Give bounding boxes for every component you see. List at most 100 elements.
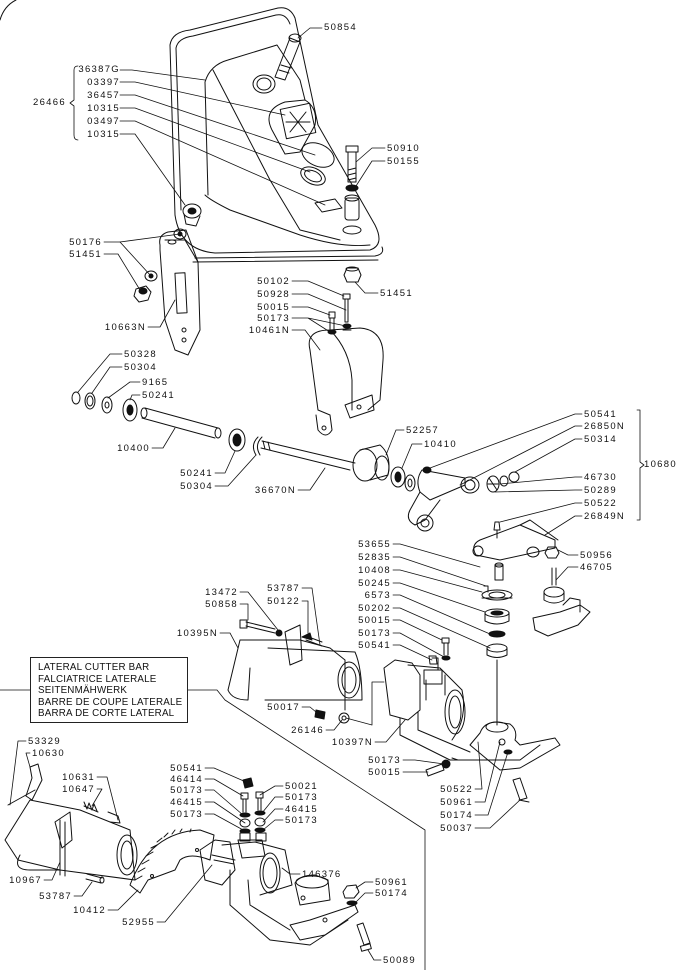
- part-label-50854[interactable]: 50854: [324, 22, 357, 33]
- part-label-50241[interactable]: 50241: [142, 390, 175, 401]
- part-label-26850N[interactable]: 26850N: [584, 421, 626, 432]
- assembly-label-26466[interactable]: 26466: [33, 97, 66, 108]
- part-label-50015[interactable]: 50015: [368, 767, 401, 778]
- bolt-50910-part: [346, 146, 358, 191]
- part-label-10315[interactable]: 10315: [87, 103, 120, 114]
- part-label-9165[interactable]: 9165: [142, 377, 169, 388]
- part-label-51451[interactable]: 51451: [69, 249, 102, 260]
- part-label-50541[interactable]: 50541: [170, 763, 203, 774]
- title-french: BARRE DE COUPE LATERALE: [38, 696, 183, 708]
- part-label-50328[interactable]: 50328: [124, 349, 157, 360]
- title-italian: FALCIATRICE LATERALE: [38, 673, 157, 685]
- part-label-50173[interactable]: 50173: [285, 792, 318, 803]
- part-label-03497[interactable]: 03497: [87, 116, 120, 127]
- frame-arc: [0, 0, 16, 20]
- part-label-50522[interactable]: 50522: [584, 498, 617, 509]
- part-label-50037[interactable]: 50037: [440, 823, 473, 834]
- housing-52955-part: [200, 833, 371, 951]
- part-label-10412[interactable]: 10412: [73, 905, 106, 916]
- part-label-46414[interactable]: 46414: [170, 774, 203, 785]
- guard-cover-part: [170, 8, 383, 262]
- part-label-10315[interactable]: 10315: [87, 129, 120, 140]
- part-label-10630[interactable]: 10630: [32, 748, 65, 759]
- part-label-53655[interactable]: 53655: [358, 539, 391, 550]
- upper-arm-26849N-part: [473, 520, 590, 636]
- part-label-10631[interactable]: 10631: [62, 772, 95, 783]
- nut-51451-part: [344, 267, 361, 282]
- part-label-50173[interactable]: 50173: [257, 313, 290, 324]
- part-label-52955[interactable]: 52955: [122, 917, 155, 928]
- part-label-36457[interactable]: 36457: [87, 90, 120, 101]
- part-label-50173[interactable]: 50173: [170, 809, 203, 820]
- housing-10397N-part: [384, 658, 560, 802]
- part-label-50961[interactable]: 50961: [440, 797, 473, 808]
- part-label-50017[interactable]: 50017: [267, 702, 300, 713]
- part-label-50122[interactable]: 50122: [267, 596, 300, 607]
- stacked-fasteners-part: [240, 778, 265, 833]
- part-label-10647[interactable]: 10647: [62, 784, 95, 795]
- part-label-50173[interactable]: 50173: [170, 785, 203, 796]
- part-label-50304[interactable]: 50304: [124, 362, 157, 373]
- part-label-36670N[interactable]: 36670N: [254, 485, 296, 496]
- part-label-50241[interactable]: 50241: [180, 468, 213, 479]
- part-label-53329[interactable]: 53329: [28, 736, 61, 747]
- part-label-52835[interactable]: 52835: [358, 552, 391, 563]
- part-label-10663N[interactable]: 10663N: [104, 322, 146, 333]
- part-label-50541[interactable]: 50541: [358, 640, 391, 651]
- part-label-50173[interactable]: 50173: [285, 815, 318, 826]
- part-label-13472[interactable]: 13472: [205, 587, 238, 598]
- part-label-50522[interactable]: 50522: [440, 784, 473, 795]
- part-label-50910[interactable]: 50910: [387, 143, 420, 154]
- title-german: SEITENMÄHWERK: [38, 685, 128, 696]
- part-label-50174[interactable]: 50174: [375, 888, 408, 899]
- part-label-46730[interactable]: 46730: [584, 472, 617, 483]
- part-label-50961[interactable]: 50961: [375, 877, 408, 888]
- part-label-03397[interactable]: 03397: [87, 77, 120, 88]
- part-label-52257[interactable]: 52257: [406, 425, 439, 436]
- bearing-stack-part: [482, 586, 512, 725]
- leader-lines: [0, 28, 644, 970]
- part-label-146376[interactable]: 146376: [302, 869, 342, 880]
- part-label-50304[interactable]: 50304: [180, 481, 213, 492]
- part-label-50015[interactable]: 50015: [257, 302, 290, 313]
- part-label-50155[interactable]: 50155: [387, 156, 420, 167]
- part-label-50956[interactable]: 50956: [580, 550, 613, 561]
- part-label-46415[interactable]: 46415: [285, 804, 318, 815]
- part-label-10461N[interactable]: 10461N: [248, 325, 290, 336]
- bracket-10663N-part: [134, 204, 201, 355]
- part-label-50202[interactable]: 50202: [358, 603, 391, 614]
- assembly-label-10680[interactable]: 10680: [644, 459, 677, 470]
- part-label-50541[interactable]: 50541: [584, 409, 617, 420]
- part-label-50173[interactable]: 50173: [358, 628, 391, 639]
- part-label-10967[interactable]: 10967: [9, 875, 42, 886]
- part-label-10400[interactable]: 10400: [117, 443, 150, 454]
- part-label-50928[interactable]: 50928: [257, 289, 290, 300]
- part-label-50021[interactable]: 50021: [285, 781, 318, 792]
- part-label-50015[interactable]: 50015: [358, 615, 391, 626]
- part-label-10408[interactable]: 10408: [358, 565, 391, 576]
- part-label-26849N[interactable]: 26849N: [584, 511, 626, 522]
- part-label-53787[interactable]: 53787: [39, 891, 72, 902]
- part-label-50314[interactable]: 50314: [584, 434, 617, 445]
- part-label-10397N[interactable]: 10397N: [331, 737, 373, 748]
- part-label-10410[interactable]: 10410: [424, 439, 457, 450]
- part-label-50102[interactable]: 50102: [257, 276, 290, 287]
- part-label-51451[interactable]: 51451: [380, 288, 413, 299]
- part-label-50289[interactable]: 50289: [584, 485, 617, 496]
- part-label-36387G[interactable]: 36387G: [78, 64, 120, 75]
- title-spanish: BARRA DE CORTE LATERAL: [38, 708, 175, 719]
- part-label-50245[interactable]: 50245: [358, 578, 391, 589]
- part-label-46705[interactable]: 46705: [580, 562, 613, 573]
- part-label-53787[interactable]: 53787: [267, 583, 300, 594]
- part-label-50174[interactable]: 50174: [440, 810, 473, 821]
- part-label-6573[interactable]: 6573: [364, 590, 391, 601]
- part-label-50858[interactable]: 50858: [205, 599, 238, 610]
- part-label-26146[interactable]: 26146: [291, 725, 324, 736]
- part-label-46415[interactable]: 46415: [170, 797, 203, 808]
- part-label-50089[interactable]: 50089: [383, 955, 416, 966]
- part-label-10395N[interactable]: 10395N: [176, 628, 218, 639]
- section-title-box: LATERAL CUTTER BAR FALCIATRICE LATERALE …: [30, 657, 188, 723]
- part-label-50173[interactable]: 50173: [368, 755, 401, 766]
- gear-segment-10412-part: [130, 829, 214, 893]
- part-label-50176[interactable]: 50176: [69, 237, 102, 248]
